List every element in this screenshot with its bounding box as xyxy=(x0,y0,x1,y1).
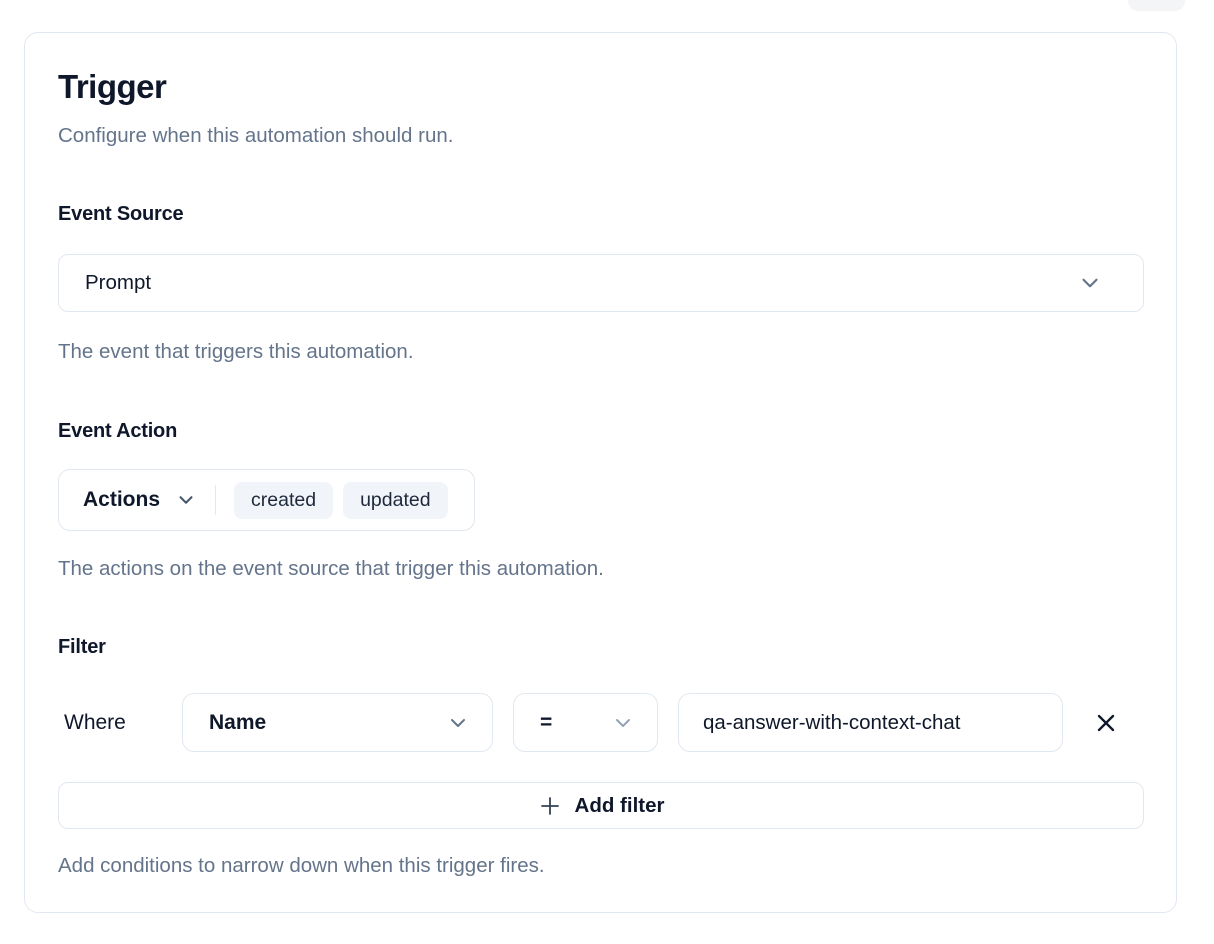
remove-filter-button[interactable] xyxy=(1089,706,1123,740)
event-source-helper: The event that triggers this automation. xyxy=(58,340,414,363)
event-action-section: Event Action Actions created updated The… xyxy=(58,419,1143,581)
event-action-box: Actions created updated xyxy=(58,469,475,531)
event-source-selected-value: Prompt xyxy=(85,271,152,294)
trigger-card: Trigger Configure when this automation s… xyxy=(24,32,1177,913)
chevron-down-icon xyxy=(611,711,635,735)
filter-field-select[interactable]: Name xyxy=(182,693,493,752)
event-action-label: Event Action xyxy=(58,420,178,442)
close-icon xyxy=(1092,709,1120,737)
action-chip-created[interactable]: created xyxy=(234,481,334,519)
filter-field-selected-value: Name xyxy=(209,710,267,734)
plus-icon xyxy=(538,794,562,818)
actions-dropdown-label: Actions xyxy=(83,488,161,511)
filter-operator-selected-value: = xyxy=(540,710,553,734)
actions-dropdown[interactable]: Actions xyxy=(83,488,197,512)
divider xyxy=(215,485,217,515)
add-filter-button-label: Add filter xyxy=(574,793,665,817)
action-chips: created updated xyxy=(234,481,448,519)
event-source-label: Event Source xyxy=(58,203,184,225)
cutoff-ui-fragment xyxy=(1128,0,1185,11)
chevron-down-icon xyxy=(446,711,470,735)
filter-condition-row: Where Name = xyxy=(58,693,1143,752)
filter-helper: Add conditions to narrow down when this … xyxy=(58,854,545,877)
filter-operator-select[interactable]: = xyxy=(513,693,658,752)
add-filter-button[interactable]: Add filter xyxy=(58,782,1144,829)
filter-section: Filter Where Name = xyxy=(58,635,1144,878)
event-source-section: Event Source Prompt The event that trigg… xyxy=(58,202,1144,364)
event-action-helper: The actions on the event source that tri… xyxy=(58,557,604,580)
filter-value-input[interactable] xyxy=(678,693,1063,752)
event-source-select[interactable]: Prompt xyxy=(58,254,1144,312)
chevron-down-icon xyxy=(1077,270,1103,296)
page-subtitle: Configure when this automation should ru… xyxy=(58,124,454,147)
chevron-down-icon xyxy=(175,489,197,511)
where-label: Where xyxy=(64,710,126,734)
action-chip-updated[interactable]: updated xyxy=(343,481,448,519)
filter-label: Filter xyxy=(58,636,106,658)
page-title: Trigger xyxy=(58,68,167,105)
